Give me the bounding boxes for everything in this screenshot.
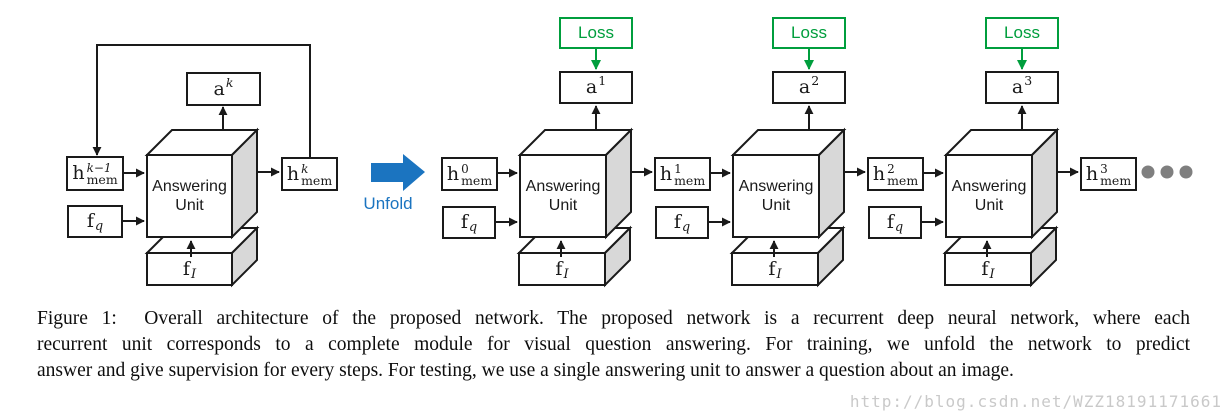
ellipsis-dot [1141,165,1155,179]
loss-box [772,17,846,49]
caption-line: recurrent unit corresponds to a complete… [37,334,1190,355]
loss-box [985,17,1059,49]
recurrent-feedback-line [92,44,311,157]
diagram-canvas [66,17,1193,288]
image-box-front-face [518,252,606,286]
ellipsis-dot [1179,165,1193,179]
state-box-h3 [1080,157,1137,191]
caption-line: Figure 1: Overall architecture of the pr… [37,308,1190,329]
question-box [868,206,922,239]
state-out-box [281,157,338,191]
answering-unit-front-face [146,154,233,238]
csdn-watermark: http://blog.csdn.net/WZZ18191171661 [849,392,1222,411]
answer-box [559,71,633,104]
answer-box [985,71,1059,104]
question-box [442,206,496,239]
image-box-front-face [146,252,233,286]
state-box-h0 [441,157,498,191]
caption-line: answer and give supervision for every st… [37,360,1014,381]
state-box-h2 [867,157,924,191]
answer-box [186,72,261,106]
state-box-h1 [654,157,711,191]
question-box [67,205,123,238]
answering-unit-front-face [945,154,1033,238]
figure-caption: Figure 1: Overall architecture of the pr… [37,306,1190,384]
image-box-front-face [944,252,1032,286]
unfold-arrow-icon [371,154,425,191]
answering-unit-front-face [732,154,820,238]
ellipsis-dot [1160,165,1174,179]
answering-unit-front-face [519,154,607,238]
loss-box [559,17,633,49]
image-box-front-face [731,252,819,286]
question-box [655,206,709,239]
state-in-box [66,156,124,191]
answer-box [772,71,846,104]
